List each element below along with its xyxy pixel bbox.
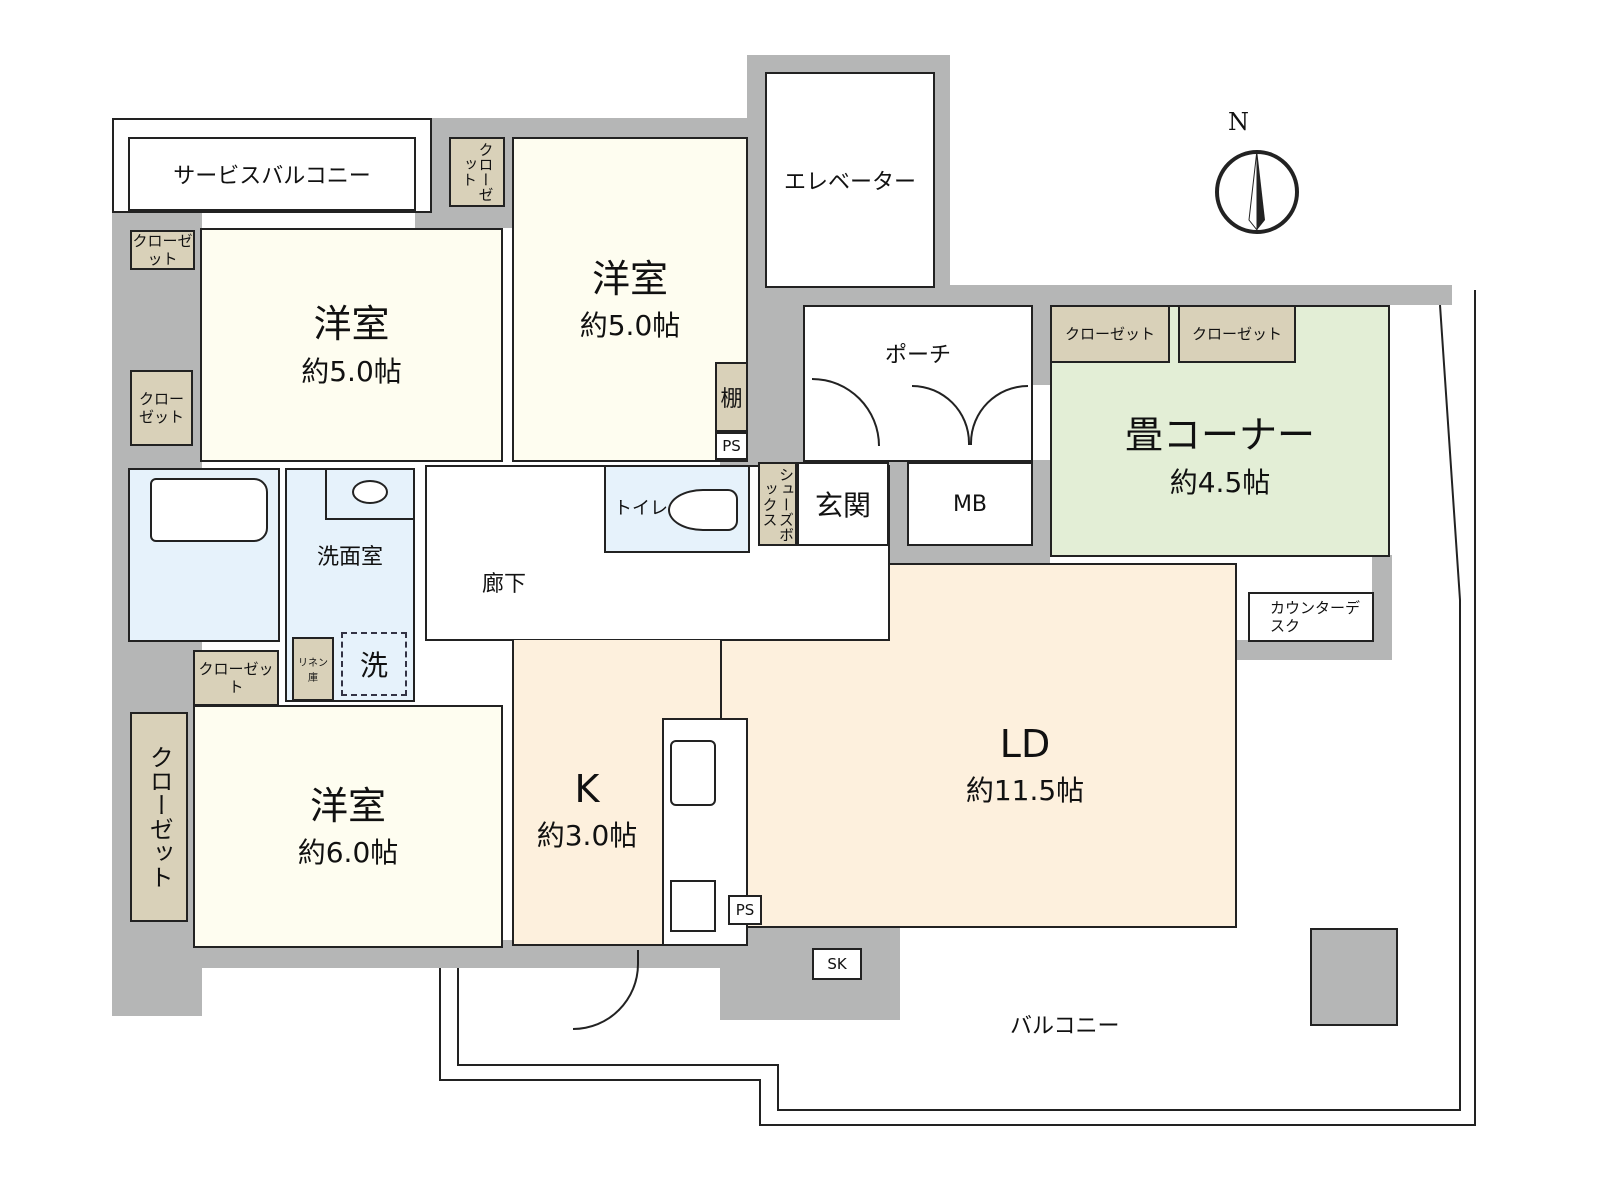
outdoor-unit xyxy=(1310,928,1398,1026)
room-size: 約5.0帖 xyxy=(579,309,681,343)
service-balcony-label: サービスバルコニー xyxy=(173,164,371,189)
closet-label: クローゼット xyxy=(138,390,184,426)
wall xyxy=(1235,640,1392,660)
closet[interactable]: クローゼット xyxy=(130,712,188,922)
toilet-label: トイレ xyxy=(614,498,668,520)
bedroom-3: 洋室 約6.0帖 xyxy=(193,705,503,948)
room-name: 洋室 xyxy=(309,783,386,828)
hallway-label: 廊下 xyxy=(482,572,527,597)
room-name: 洋室 xyxy=(313,302,390,347)
washer-space: 洗 xyxy=(341,632,407,696)
service-balcony: サービスバルコニー xyxy=(128,137,416,211)
elevator: エレベーター xyxy=(765,72,935,288)
linen-label: リネン庫 xyxy=(298,658,328,684)
shoe-box-label: シューズボックス xyxy=(760,466,796,542)
closet[interactable]: クローゼット xyxy=(1050,305,1170,363)
north-label: N xyxy=(1228,108,1249,136)
room-name: LD xyxy=(999,722,1051,766)
kitchen-text: K 約3.0帖 xyxy=(512,765,662,854)
room-name: K xyxy=(574,767,600,811)
counter-desk: カウンターデスク xyxy=(1248,592,1374,642)
shelf: 棚 xyxy=(715,362,748,432)
bedroom-1: 洋室 約5.0帖 xyxy=(200,228,503,462)
closet-label: クローゼット xyxy=(1191,325,1282,343)
wall xyxy=(1372,555,1392,660)
washer-label: 洗 xyxy=(359,649,388,682)
slop-sink: SK xyxy=(812,948,862,980)
bathtub-icon xyxy=(150,478,268,542)
sink-icon xyxy=(325,470,413,520)
shelf-label: 棚 xyxy=(720,387,743,412)
linen-closet[interactable]: リネン庫 xyxy=(292,637,334,701)
room-size: 約4.5帖 xyxy=(1169,465,1271,499)
closet[interactable]: クローゼット xyxy=(1178,305,1296,363)
room-size: 約11.5帖 xyxy=(965,774,1085,808)
pipe-space: PS xyxy=(728,895,762,925)
closet[interactable]: クローゼット xyxy=(130,370,193,446)
mb-label: MB xyxy=(952,491,988,517)
meter-box: MB xyxy=(907,462,1033,546)
compass-icon xyxy=(1215,150,1299,234)
closet-label: クローゼット xyxy=(460,142,495,202)
room-size: 約6.0帖 xyxy=(297,836,399,870)
sk-label: SK xyxy=(827,955,847,973)
toilet: トイレ xyxy=(604,465,750,553)
closet[interactable]: クローゼット xyxy=(449,137,505,207)
ld-text: LD 約11.5帖 xyxy=(900,720,1150,809)
room-name: 洋室 xyxy=(591,256,668,301)
closet-label: クローゼット xyxy=(132,232,193,268)
closet-label: クローゼット xyxy=(198,660,274,696)
washroom-label: 洗面室 xyxy=(316,545,383,570)
shoe-box[interactable]: シューズボックス xyxy=(758,462,797,546)
room-name: 畳コーナー xyxy=(1124,413,1315,458)
porch-label: ポーチ xyxy=(884,343,951,368)
entrance-label: 玄関 xyxy=(814,489,871,522)
closet[interactable]: クローゼット xyxy=(130,230,195,270)
balcony-label: バルコニー xyxy=(1010,1014,1120,1039)
closet[interactable]: クローゼット xyxy=(193,650,279,706)
ps-label: PS xyxy=(735,901,755,919)
toilet-icon xyxy=(668,489,738,531)
pipe-space: PS xyxy=(715,432,748,460)
elevator-label: エレベーター xyxy=(783,170,916,195)
bedroom-2: 洋室 約5.0帖 xyxy=(512,137,748,462)
room-size: 約3.0帖 xyxy=(536,819,638,853)
ps-label: PS xyxy=(722,437,741,455)
stove-icon xyxy=(670,880,716,932)
kitchen-sink-icon xyxy=(670,740,716,806)
closet-label: クローゼット xyxy=(145,745,174,889)
counter-desk-label: カウンターデスク xyxy=(1270,599,1361,635)
room-size: 約5.0帖 xyxy=(301,354,402,388)
bathroom xyxy=(128,468,280,642)
closet-label: クローゼット xyxy=(1064,325,1155,343)
entrance: 玄関 xyxy=(797,462,889,546)
